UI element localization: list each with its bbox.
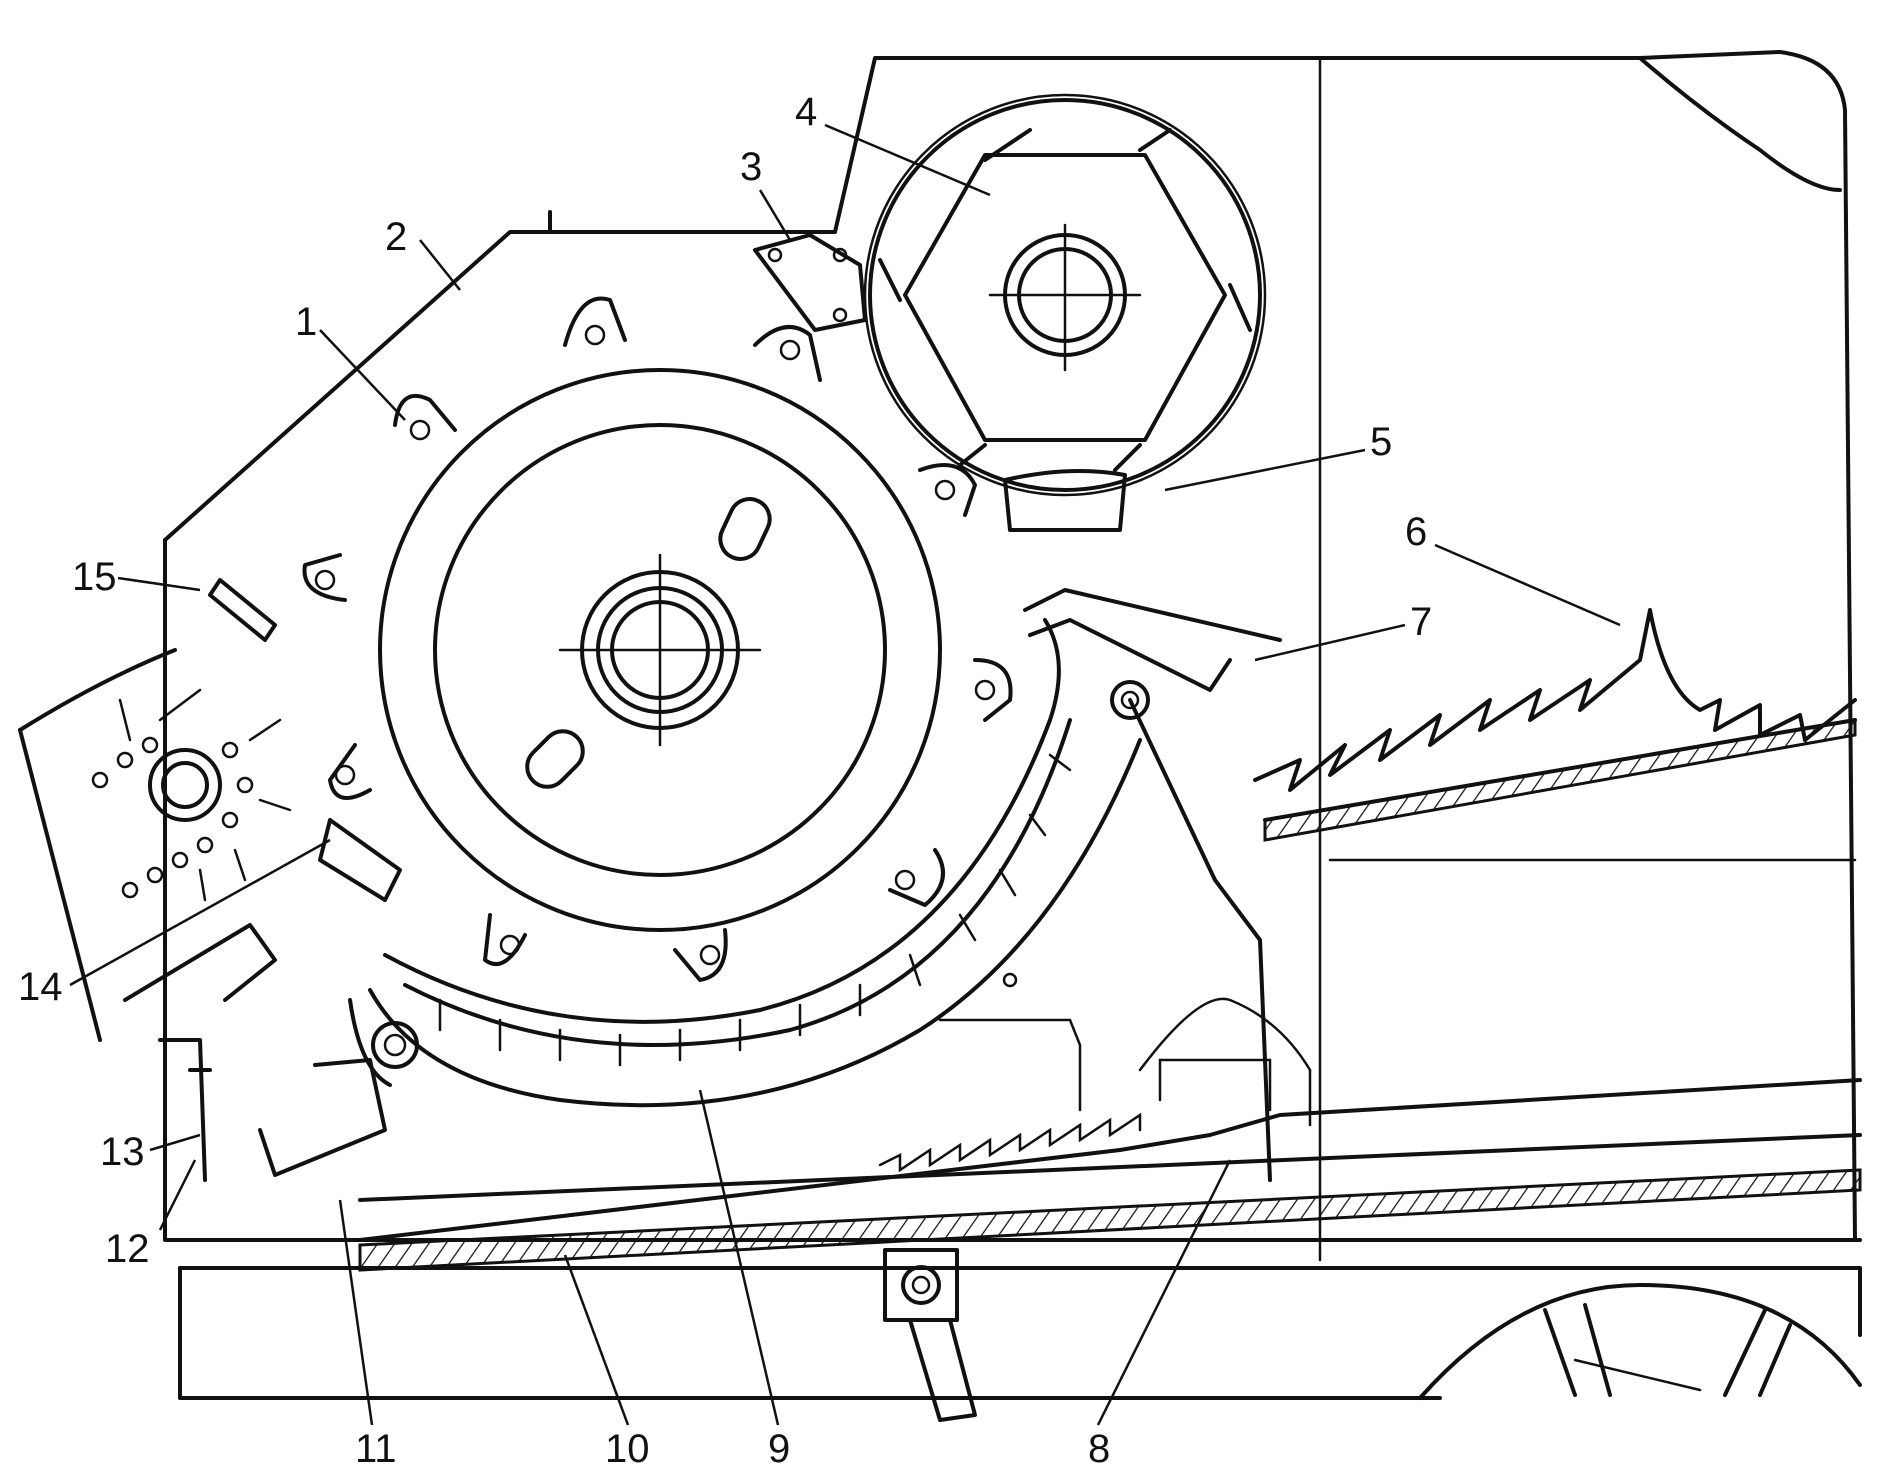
- guide-15: [208, 578, 277, 642]
- callout-13: 13: [100, 1130, 145, 1174]
- callout-3: 3: [740, 145, 762, 189]
- callout-12: 12: [105, 1227, 150, 1271]
- callout-6: 6: [1405, 510, 1427, 554]
- callout-14: 14: [18, 965, 63, 1009]
- grain-pan: [358, 1078, 1862, 1422]
- rear-wheel: [1418, 1283, 1862, 1400]
- callout-15: 15: [72, 555, 117, 599]
- concave: [348, 618, 1142, 1108]
- callout-4: 4: [795, 90, 817, 134]
- callouts: 1 2 3 4 5 6 7 8 9 10 11 12 13 14 15: [18, 90, 1432, 1471]
- feeder-chain: [18, 578, 402, 1182]
- housing-outline: [163, 50, 1862, 1400]
- leader-lines: [69, 123, 1621, 1426]
- callout-7: 7: [1410, 600, 1432, 644]
- callout-5: 5: [1370, 420, 1392, 464]
- straw-walker: [1253, 608, 1857, 842]
- callout-1: 1: [295, 300, 317, 344]
- threshing-cylinder: [302, 296, 1013, 982]
- callout-2: 2: [385, 215, 407, 259]
- beater-drum: [863, 93, 1267, 532]
- lever-7: [1023, 588, 1282, 1182]
- callout-8: 8: [1088, 1427, 1110, 1471]
- callout-9: 9: [768, 1427, 790, 1471]
- callout-11: 11: [355, 1427, 397, 1471]
- plate-3: [753, 233, 867, 332]
- callout-10: 10: [605, 1427, 650, 1471]
- lower-housing-detail: [938, 972, 1312, 1127]
